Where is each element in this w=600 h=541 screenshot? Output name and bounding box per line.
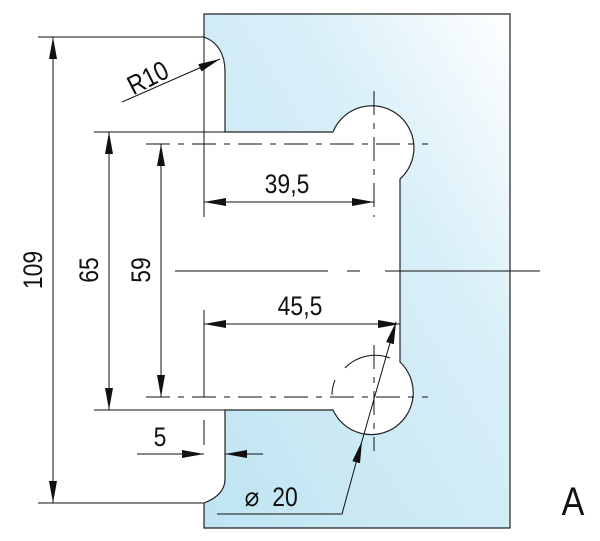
leader-diameter-through xyxy=(361,321,397,442)
dim-label-r10: R10 xyxy=(122,55,173,101)
hole-outline-arc xyxy=(344,354,391,369)
dim-label-39-5: 39,5 xyxy=(265,169,310,199)
dim-label-diameter: 20 xyxy=(272,482,298,512)
dim-label-65: 65 xyxy=(74,257,104,283)
dim-label-45-5: 45,5 xyxy=(278,291,323,321)
leader-diameter xyxy=(217,440,363,515)
diameter-symbol-icon: ⌀ xyxy=(245,483,260,512)
dim-label-109: 109 xyxy=(18,251,48,289)
dim-label-59: 59 xyxy=(126,257,156,283)
hole-outline-arc-2 xyxy=(331,379,336,396)
dim-label-5: 5 xyxy=(154,422,167,452)
leader-r10 xyxy=(121,58,221,103)
view-label: A xyxy=(562,478,585,523)
